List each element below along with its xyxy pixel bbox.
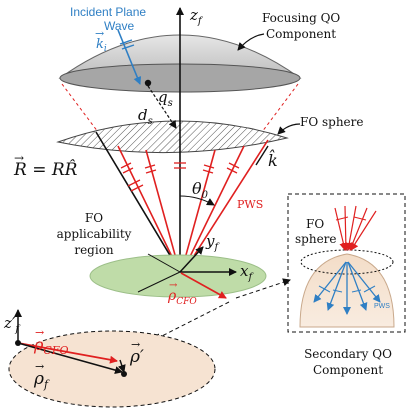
ki-arrow-accent: → [95, 27, 104, 40]
R-equation: R = RR̂ [13, 160, 78, 180]
fo-sphere-label: FO sphere [300, 115, 364, 129]
incident-label-2: Wave [104, 19, 135, 33]
xf-label: xf [240, 262, 254, 283]
zoom-link-inset [235, 278, 291, 299]
fo-region-label-2: applicability [57, 227, 132, 241]
zoom-rho-prime-label: ρ′ [129, 347, 144, 367]
rho-cfo-vector [180, 272, 227, 299]
rho-cfo-accent: → [169, 280, 178, 291]
focusing-pointer [237, 33, 265, 51]
k-hat-label: k̂ [268, 150, 278, 170]
cone-edge-left [61, 83, 99, 133]
fo-region-label-3: region [74, 243, 114, 257]
rho-cfo-label: ρCFO [167, 288, 197, 307]
zoom-link-bottom [153, 301, 230, 341]
theta0-label: θ0 [192, 179, 209, 201]
fo-region-label-1: FO [85, 211, 103, 225]
secondary-inset [287, 193, 406, 333]
zoom-rho-cfo-label: ρCFO [33, 335, 68, 357]
ray-bundle [117, 139, 269, 274]
incident-label-1: Incident Plane [70, 5, 146, 19]
k-hat-vector [255, 145, 269, 166]
yf-label: yf [205, 232, 220, 253]
pws-label: PWS [237, 198, 263, 211]
qs-label: qs [158, 88, 173, 109]
zoom-rho-f-accent: → [35, 360, 44, 373]
zoom-rho-cfo-accent: → [35, 326, 44, 339]
yf-axis-neg [147, 253, 181, 273]
theta-arc [179, 195, 215, 206]
focusing-label-1: Focusing QO [262, 11, 340, 25]
inset-fo-label-1: FO [306, 217, 324, 231]
zoom-ellipse [8, 309, 216, 408]
zoom-rho-prime-accent: → [131, 338, 140, 351]
fo-sphere [56, 120, 289, 154]
R-arrow-accent: → [14, 151, 24, 165]
ki-label: ki [96, 37, 107, 54]
ds-arrow [147, 85, 177, 129]
secondary-label-1: Secondary QO [304, 347, 392, 361]
fo-region-ellipse [89, 254, 267, 298]
cone-edge-right [261, 83, 299, 133]
incident-wave-vector [117, 29, 142, 85]
R-vector [95, 131, 181, 273]
zoom-rho-f-label: ρf [33, 369, 50, 391]
inset-pws-label: PWS [374, 303, 390, 310]
secondary-label-2: Component [313, 363, 383, 377]
yf-axis [179, 246, 204, 273]
qs-point [144, 79, 152, 87]
ds-label: ds [138, 106, 153, 127]
focusing-label-2: Component [266, 27, 336, 41]
zf-label: zf [189, 6, 204, 27]
zf-prime-label: z′f [3, 314, 21, 335]
xf-axis-neg [137, 271, 181, 293]
inset-fo-label-2: sphere [295, 232, 337, 246]
fo-sphere-pointer [277, 123, 301, 135]
